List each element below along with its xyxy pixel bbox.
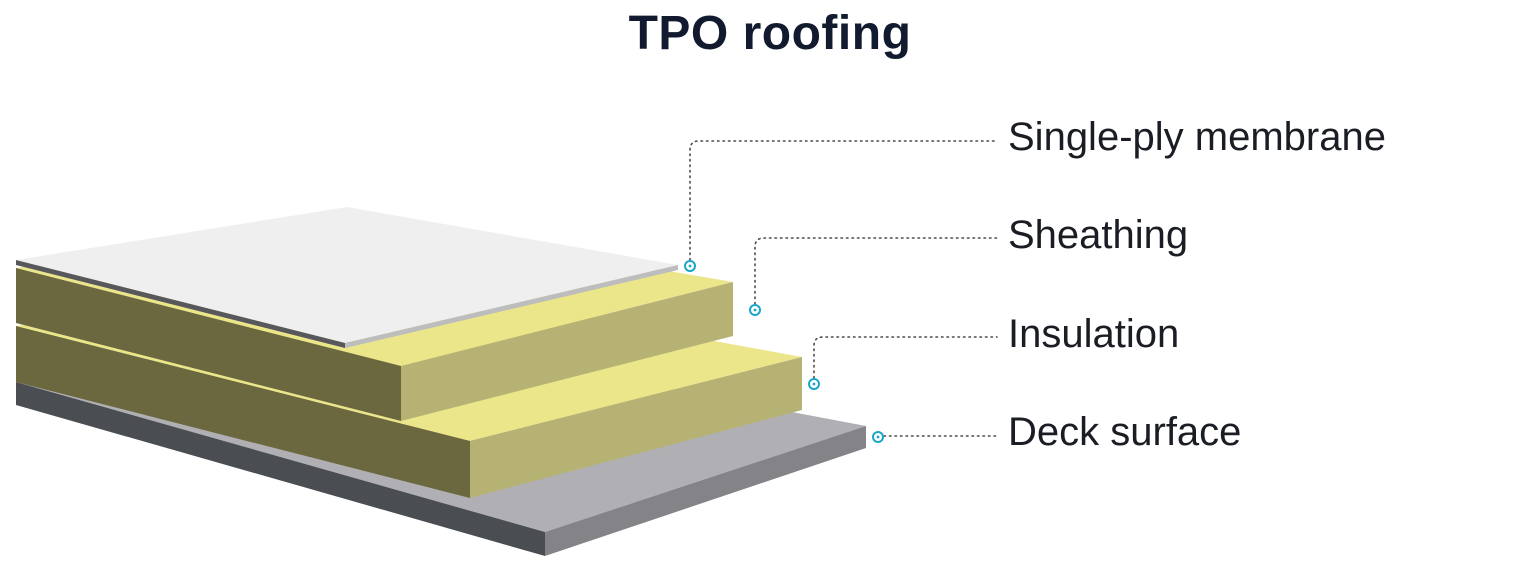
insulation-side-face	[470, 357, 802, 498]
sheathing-marker-icon	[749, 304, 761, 316]
membrane-label: Single-ply membrane	[1008, 115, 1386, 159]
membrane-side-edge	[345, 265, 678, 348]
membrane-layer	[16, 207, 678, 348]
membrane-top-face	[16, 207, 678, 343]
membrane-marker-icon	[684, 260, 696, 272]
sheathing-leader-line	[754, 237, 998, 305]
sheathing-side-face	[401, 282, 733, 421]
deck-front-face	[16, 382, 545, 556]
deck-side-face	[545, 426, 866, 556]
sheathing-label: Sheathing	[1008, 213, 1189, 257]
deck-marker-icon	[872, 431, 884, 443]
sheathing-front-face	[16, 268, 401, 421]
diagram-title: TPO roofing	[628, 7, 912, 60]
insulation-front-face	[16, 326, 470, 498]
membrane-front-edge	[16, 260, 345, 348]
membrane-leader-line	[689, 140, 998, 261]
insulation-marker-icon	[808, 378, 820, 390]
insulation-label: Insulation	[1008, 312, 1180, 356]
insulation-leader-line	[813, 336, 998, 379]
deck-surface-label: Deck surface	[1008, 410, 1242, 454]
